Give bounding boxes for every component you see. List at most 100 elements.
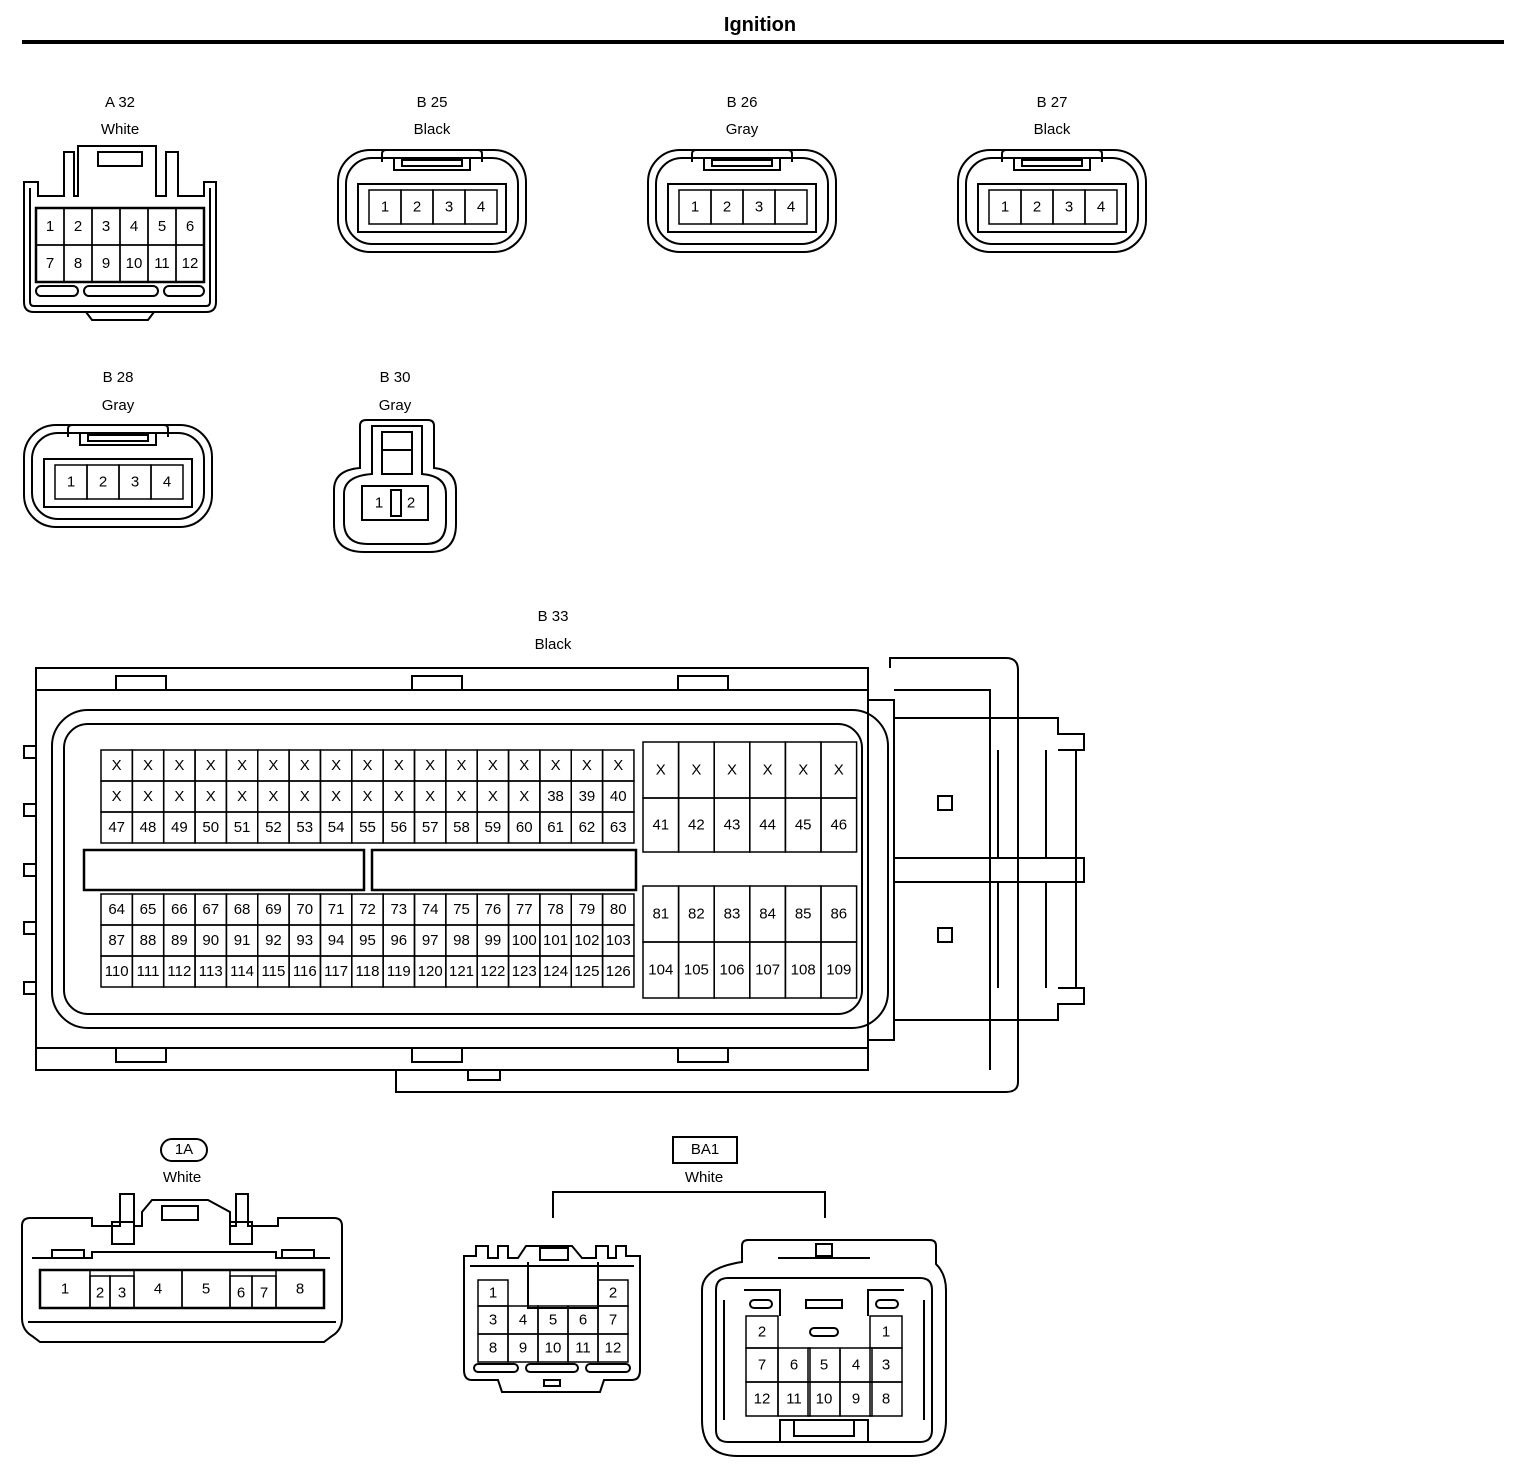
connector-b33-color: Black: [534, 636, 572, 653]
pin-label: X: [300, 788, 310, 805]
pin-label: X: [519, 788, 529, 805]
connector-b28-code: B 28: [102, 369, 134, 386]
pin-label: 4: [1097, 199, 1105, 216]
connector-b25-code: B 25: [416, 94, 448, 111]
pin-label: 2: [407, 495, 415, 512]
pin-cell: [820, 941, 858, 999]
pin-label: 9: [102, 255, 110, 272]
title-rule: [22, 40, 1504, 44]
pin-label: 7: [609, 1312, 617, 1329]
pin-label: 81: [652, 906, 669, 923]
pin-label: X: [727, 762, 737, 779]
pin-label: 104: [648, 962, 673, 979]
pin-label: 41: [652, 817, 669, 834]
pin-label: 110: [105, 963, 129, 980]
pin-label: 89: [171, 932, 188, 949]
connector-a32-code: A 32: [104, 94, 136, 111]
connector-1a-color: White: [162, 1169, 202, 1186]
pin-label: X: [268, 757, 278, 774]
pin-label: 91: [234, 932, 251, 949]
pin-label: 79: [579, 901, 596, 918]
pin-label: X: [206, 788, 216, 805]
pin-label: 95: [359, 932, 376, 949]
pin-label: 42: [688, 817, 705, 834]
pin-label: 3: [131, 474, 139, 491]
pin-label: 38: [547, 788, 564, 805]
pin-label: 12: [605, 1340, 622, 1357]
connector-b33-code: B 33: [537, 608, 569, 625]
pin-label: 5: [202, 1281, 210, 1298]
pin-label: 8: [74, 255, 82, 272]
pin-label: 1: [61, 1281, 69, 1298]
pin-label: 93: [296, 932, 313, 949]
pin-label: 121: [449, 963, 474, 980]
pin-label: 12: [182, 255, 199, 272]
pin-label: 96: [390, 932, 407, 949]
connector-ba1-code: BA1: [672, 1136, 738, 1164]
pin-label: 124: [543, 963, 568, 980]
pin-label: 3: [882, 1357, 890, 1374]
pin-label: 61: [547, 819, 564, 836]
pin-label: 7: [46, 255, 54, 272]
pin-label: 8: [296, 1281, 304, 1298]
pin-label: 108: [791, 962, 816, 979]
pin-label: 3: [755, 199, 763, 216]
pin-label: 64: [108, 901, 125, 918]
connector-b30-color: Gray: [378, 397, 412, 414]
pin-label: 103: [606, 932, 631, 949]
pin-label: 3: [1065, 199, 1073, 216]
connector-a32-color: White: [100, 121, 140, 138]
pin-label: 69: [265, 901, 282, 918]
connector-b26-code: B 26: [726, 94, 758, 111]
pin-label: X: [488, 757, 498, 774]
pin-label: X: [613, 757, 623, 774]
connector-ba1-color: White: [684, 1169, 724, 1186]
pin-label: X: [331, 788, 341, 805]
pin-label: 12: [754, 1391, 771, 1408]
pin-label: 112: [167, 963, 191, 980]
pin-label: X: [237, 788, 247, 805]
pin-label: 11: [154, 255, 170, 272]
pin-label: 48: [140, 819, 157, 836]
pin-label: 9: [852, 1391, 860, 1408]
pin-label: 4: [787, 199, 795, 216]
pin-label: 1: [1001, 199, 1009, 216]
pin-label: 3: [102, 218, 110, 235]
connector-b25-color: Black: [413, 121, 451, 138]
pin-label: 77: [516, 901, 533, 918]
pin-label: 2: [723, 199, 731, 216]
pin-label: X: [551, 757, 561, 774]
pin-cell: [150, 464, 184, 500]
pin-label: X: [237, 757, 247, 774]
pin-label: 1: [882, 1324, 890, 1341]
pin-label: 63: [610, 819, 627, 836]
pin-cell: [175, 244, 205, 283]
pin-label: 7: [260, 1285, 268, 1302]
pin-label: X: [174, 788, 184, 805]
pin-label: X: [519, 757, 529, 774]
pin-label: 5: [158, 218, 166, 235]
pin-cell: [597, 1333, 629, 1363]
pin-label: 66: [171, 901, 188, 918]
pin-label: 5: [549, 1312, 557, 1329]
pin-label: X: [331, 757, 341, 774]
pin-label: 74: [422, 901, 439, 918]
pin-label: 94: [328, 932, 345, 949]
pin-label: X: [582, 757, 592, 774]
pin-label: 8: [489, 1340, 497, 1357]
pin-cell: [1084, 189, 1118, 225]
pin-label: X: [394, 757, 404, 774]
pin-label: 117: [324, 963, 348, 980]
pin-label: X: [300, 757, 310, 774]
pin-cell: [820, 797, 858, 853]
pin-label: 62: [579, 819, 596, 836]
pin-label: 90: [202, 932, 219, 949]
pin-label: X: [362, 788, 372, 805]
pin-label: 99: [485, 932, 502, 949]
